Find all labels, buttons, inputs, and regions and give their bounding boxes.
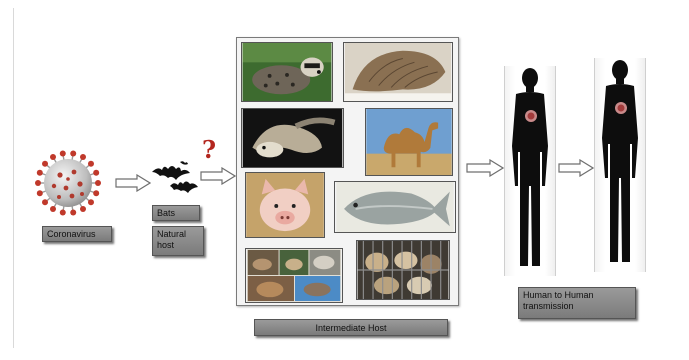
bats-silhouette-icon: [150, 160, 202, 200]
arrow-virus-to-bats: [115, 174, 151, 192]
left-border-line: [13, 8, 14, 348]
arrow-bats-to-hosts: [200, 167, 236, 185]
civet-photo: [241, 42, 333, 102]
small-mammals-photo: [245, 248, 343, 303]
human-silhouette-icon: [594, 58, 646, 272]
caged-animals-photo: [356, 240, 450, 300]
human-silhouette-icon: [504, 66, 556, 276]
pangolin-photo: [343, 42, 453, 102]
arrow-human-to-human: [558, 159, 594, 177]
coronavirus-label: Coronavirus: [42, 226, 112, 242]
natural-host-label: Natural host: [152, 226, 204, 256]
fish-photo: [334, 181, 456, 233]
question-mark: ?: [202, 138, 216, 162]
coronavirus-icon: [24, 148, 112, 218]
bats-label: Bats: [152, 205, 200, 221]
camel-photo: [365, 108, 453, 176]
snake-photo: [241, 108, 344, 168]
pig-photo: [245, 172, 325, 238]
human-transmission-label: Human to Human transmission: [518, 287, 636, 319]
arrow-hosts-to-human: [466, 159, 504, 177]
intermediate-host-label: Intermediate Host: [254, 319, 448, 336]
